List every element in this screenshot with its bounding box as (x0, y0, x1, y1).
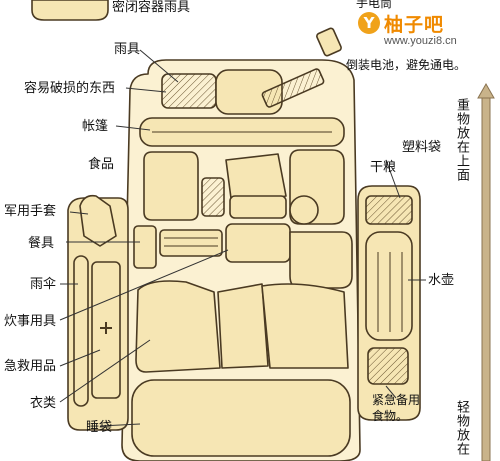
weight-arrow (477, 82, 495, 461)
water-bottle-shape (365, 231, 413, 341)
label-fragile-items: 容易破损的东西 (24, 81, 116, 96)
food-bag-1 (143, 151, 199, 221)
food-can (201, 177, 225, 217)
dry-food-shape (365, 195, 413, 225)
logo-badge-icon: Y (358, 12, 380, 34)
watermark-logo: Y 柚子吧 www.youzi8.cn (358, 8, 498, 48)
label-tableware: 餐具 (28, 236, 55, 251)
label-flashlight-note: 倒装电池，避免通电。 (346, 58, 467, 72)
umbrella-shape (73, 255, 89, 407)
label-heavy-on-top: 重物放在上面 (454, 98, 469, 182)
label-first-aid: 急救用品 (4, 359, 57, 374)
food-round (289, 195, 319, 225)
clothing-shape (135, 280, 221, 373)
label-sealed-container: 密闭容器雨具 (112, 0, 191, 15)
label-water-bottle: 水壶 (428, 273, 455, 288)
label-emergency-food: 紧急备用食物。 (372, 393, 421, 423)
label-tent: 帐篷 (82, 119, 109, 134)
tableware-shape (133, 225, 157, 269)
food-bag-2 (225, 153, 287, 207)
label-rain-gear: 雨具 (114, 42, 141, 57)
label-sleeping-bag: 睡袋 (86, 420, 113, 435)
label-light-at-bottom: 轻物放在 (454, 400, 469, 456)
label-umbrella: 雨伞 (30, 277, 57, 292)
label-cooking-utensils: 炊事用具 (4, 314, 57, 329)
bottle-shape (289, 231, 353, 289)
emergency-food-shape (367, 347, 409, 385)
label-clothing: 衣类 (30, 396, 57, 411)
rain-gear-shape (161, 73, 217, 109)
flashlight-shape (261, 68, 325, 108)
logo-url: www.youzi8.cn (384, 35, 457, 47)
label-flashlight: 手电筒 (356, 0, 393, 10)
gloves-shape (79, 194, 117, 247)
label-dry-food: 干粮 (370, 160, 397, 175)
label-food: 食品 (88, 157, 115, 172)
label-plastic-bag: 塑料袋 (402, 140, 442, 155)
sealed-container-shape (31, 0, 109, 21)
label-military-gloves: 军用手套 (4, 204, 57, 219)
sleeping-bag-shape (131, 379, 351, 457)
logo-name: 柚子吧 (384, 14, 445, 36)
